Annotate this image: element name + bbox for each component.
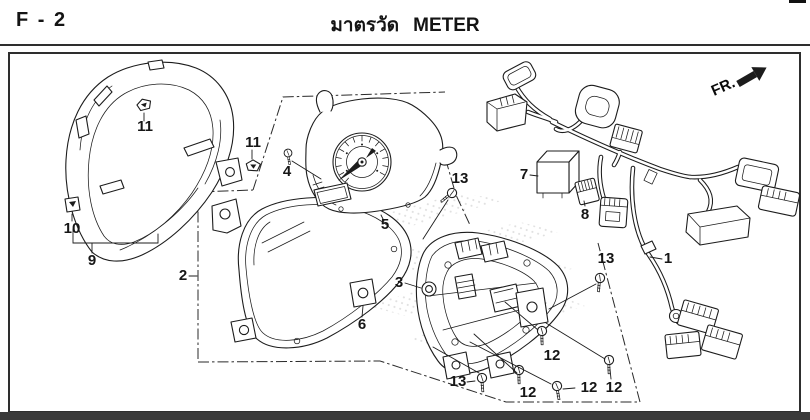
fr-label: FR. — [709, 74, 738, 99]
relay-box-drawing — [536, 150, 580, 199]
callout-part-12: 12 — [581, 379, 598, 396]
callout-part-12: 12 — [606, 379, 623, 396]
callout-labels: 1 2 3 4 5 6 7 8 9 10 11 11 12 12 12 12 1… — [64, 118, 673, 401]
connector-ribbed-left — [486, 93, 528, 132]
gauge-tick-marks — [335, 135, 389, 183]
connector-far-right-lower — [757, 185, 801, 217]
callout-part-6: 6 — [358, 316, 366, 333]
callout-part-4: 4 — [283, 163, 292, 180]
wire-harness-drawing — [486, 61, 801, 360]
clip-icon — [64, 196, 81, 213]
clip-icon — [244, 158, 262, 173]
page-title-thai: มาตรวัด — [330, 15, 400, 36]
callout-part-1: 1 — [664, 250, 672, 267]
callout-leader-lines — [71, 112, 663, 390]
callout-part-11: 11 — [137, 118, 153, 135]
connector-cluster-bottom — [664, 299, 743, 360]
corner-print-mark — [789, 0, 806, 3]
screw-icon — [588, 271, 611, 294]
gauge-needle — [338, 159, 365, 181]
meter-rear-case-drawing — [415, 231, 569, 380]
meter-visor-cover-drawing — [65, 59, 243, 262]
assembly-boundary-lines — [197, 91, 641, 403]
fr-direction-indicator: FR. — [709, 67, 767, 100]
page-code: F - 2 — [16, 9, 68, 31]
callout-part-3: 3 — [395, 274, 403, 291]
callout-part-10: 10 — [64, 220, 81, 237]
connector-mid-black — [609, 123, 643, 154]
callout-part-12: 12 — [520, 384, 537, 401]
harness-band — [640, 240, 657, 255]
callout-part-13: 13 — [598, 250, 615, 267]
connector-top — [502, 61, 537, 91]
page-bottom-rule — [0, 412, 810, 420]
page-header: F - 2 มาตรวัด METER — [0, 0, 810, 45]
page-title-en: METER — [413, 15, 480, 36]
screw-icon — [546, 378, 569, 402]
callout-part-13: 13 — [452, 170, 469, 187]
connector-lower-mid — [598, 196, 629, 229]
callout-part-8: 8 — [581, 206, 589, 223]
callout-part-5: 5 — [381, 216, 389, 233]
callout-part-7: 7 — [520, 166, 528, 183]
harness-eyelet — [574, 84, 620, 129]
fr-arrow-icon — [736, 67, 767, 88]
page-title: มาตรวัด METER — [0, 10, 810, 40]
callout-part-13: 13 — [450, 373, 467, 390]
speedometer-gauge-drawing — [305, 90, 458, 214]
header-divider — [0, 44, 810, 46]
callout-part-2: 2 — [179, 267, 187, 284]
callout-part-12: 12 — [544, 347, 561, 364]
meter-lens-case-drawing — [211, 197, 412, 349]
connector-far-right-upper — [734, 157, 780, 193]
connector-big-right — [685, 205, 751, 246]
callout-part-11: 11 — [245, 134, 261, 151]
callout-part-9: 9 — [88, 252, 96, 269]
harness-clamp — [643, 169, 658, 185]
small-connector-drawing — [574, 177, 600, 206]
